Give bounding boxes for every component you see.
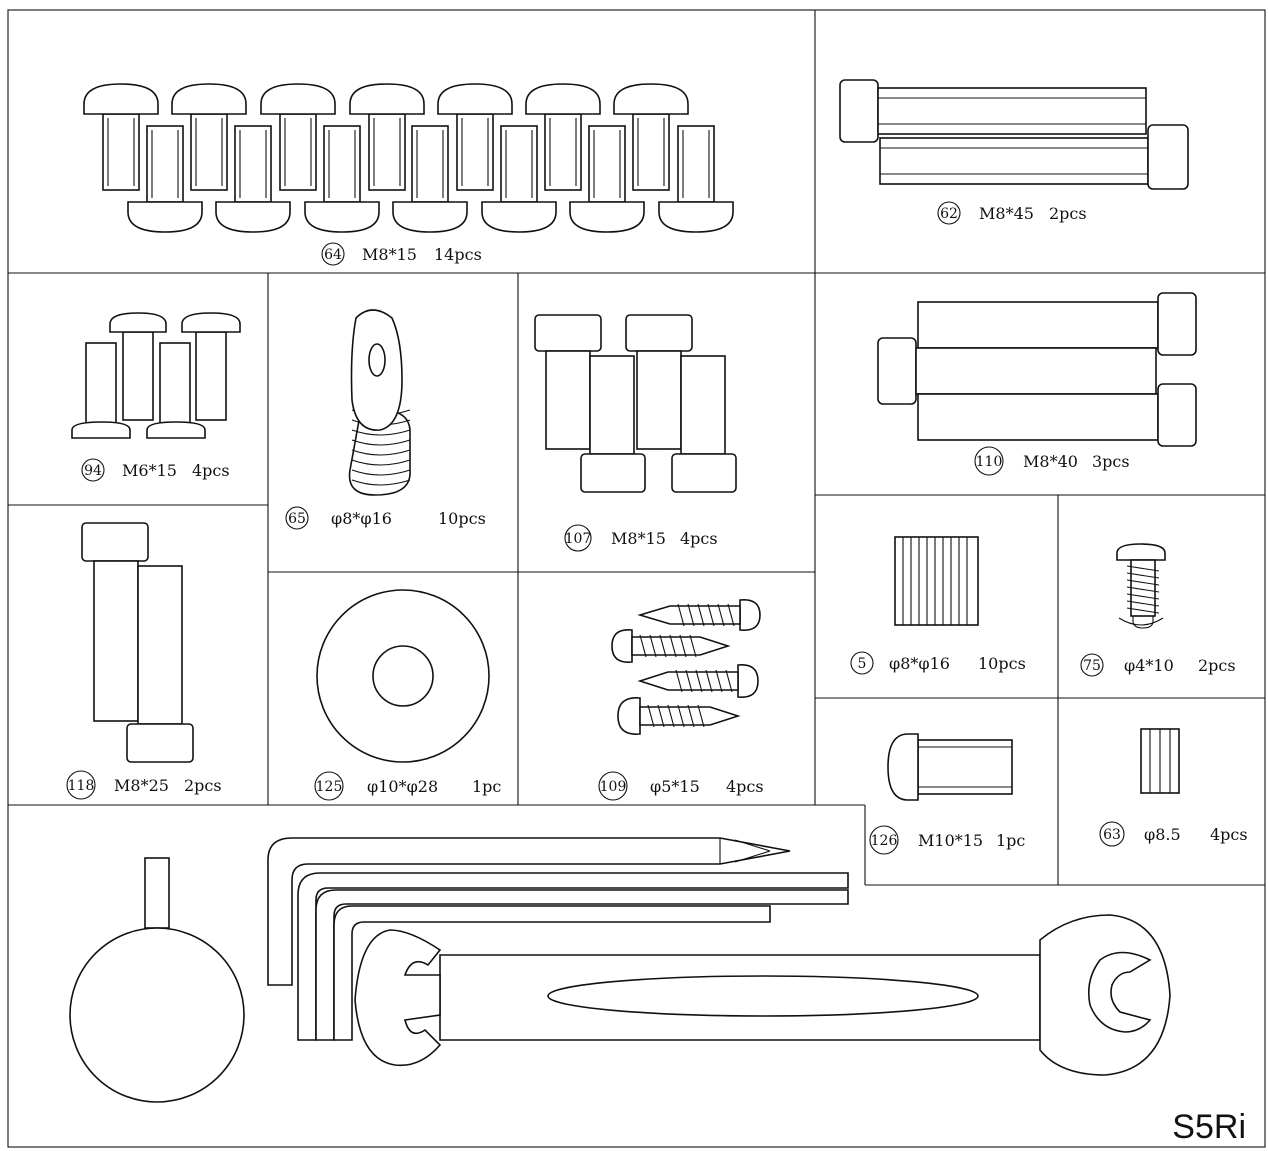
part-110-size: M8*40 [1023,452,1078,471]
part-107-size: M8*15 [611,529,666,548]
part-110-qty: 3pcs [1092,452,1130,471]
part-125-label: 125 φ10*φ28 1pc [314,771,501,801]
part-5-qty: 10pcs [978,654,1026,673]
part-125-drawing [316,589,490,763]
part-62-drawing [839,79,1189,190]
part-107-label: 107 M8*15 4pcs [564,524,718,552]
part-110-label: 110 M8*40 3pcs [974,446,1130,476]
part-109-label: 109 φ5*15 4pcs [598,771,764,801]
allen-keys-drawing [267,837,849,1041]
part-62-size: M8*45 [979,204,1034,223]
part-126-drawing [887,733,1013,801]
part-126-number: 126 [871,833,898,849]
part-109-number: 109 [600,779,627,795]
part-109-drawing [611,598,761,735]
part-94-number: 94 [84,463,102,479]
panel-grid [7,9,1266,1148]
part-94-label: 94 M6*15 4pcs [81,458,230,482]
part-64-label: 64 M8*15 14pcs [321,242,482,266]
part-118-size: M8*25 [114,776,169,795]
part-94-qty: 4pcs [192,461,230,480]
part-118-label: 118 M8*25 2pcs [66,770,222,800]
part-63-label: 63 φ8.5 4pcs [1099,821,1248,847]
part-125-size: φ10*φ28 [367,777,438,796]
part-5-number: 5 [858,656,867,672]
part-65-qty: 10pcs [438,509,486,528]
part-5-label: 5 φ8*φ16 10pcs [850,651,1026,675]
part-5-size: φ8*φ16 [889,654,950,673]
part-64-drawing [83,83,734,233]
part-63-number: 63 [1103,827,1121,843]
part-110-drawing [877,292,1197,447]
part-63-qty: 4pcs [1210,825,1248,844]
part-107-qty: 4pcs [680,529,718,548]
part-65-label: 65 φ8*φ16 10pcs [285,506,486,530]
wrench-drawing [354,914,1171,1076]
part-126-qty: 1pc [996,831,1025,850]
part-75-drawing [1116,543,1166,629]
knob-tool-drawing [69,857,245,1103]
part-109-size: φ5*15 [650,777,700,796]
part-110-number: 110 [976,454,1003,470]
part-5-drawing [894,536,979,626]
part-125-number: 125 [316,779,343,795]
part-64-size: M8*15 [362,245,417,264]
part-65-drawing [348,309,411,496]
part-64-qty: 14pcs [434,245,482,264]
part-62-qty: 2pcs [1049,204,1087,223]
part-75-label: 75 φ4*10 2pcs [1080,653,1236,677]
part-118-number: 118 [68,778,95,794]
part-125-qty: 1pc [472,777,501,796]
part-75-size: φ4*10 [1124,656,1174,675]
part-62-label: 62 M8*45 2pcs [937,201,1087,225]
model-name: S5Ri [1172,1108,1246,1146]
part-75-number: 75 [1083,658,1101,674]
part-118-qty: 2pcs [184,776,222,795]
part-107-number: 107 [565,531,592,547]
part-64-number: 64 [324,247,342,263]
part-94-size: M6*15 [122,461,177,480]
part-118-drawing [81,522,194,763]
part-107-drawing [534,314,737,493]
part-65-size: φ8*φ16 [331,509,392,528]
part-62-number: 62 [940,206,958,222]
part-126-label: 126 M10*15 1pc [869,825,1025,855]
part-126-size: M10*15 [918,831,983,850]
part-109-qty: 4pcs [726,777,764,796]
part-63-drawing [1140,728,1180,794]
part-65-number: 65 [288,511,306,527]
part-94-drawing [71,312,241,439]
part-63-size: φ8.5 [1144,825,1181,844]
part-75-qty: 2pcs [1198,656,1236,675]
